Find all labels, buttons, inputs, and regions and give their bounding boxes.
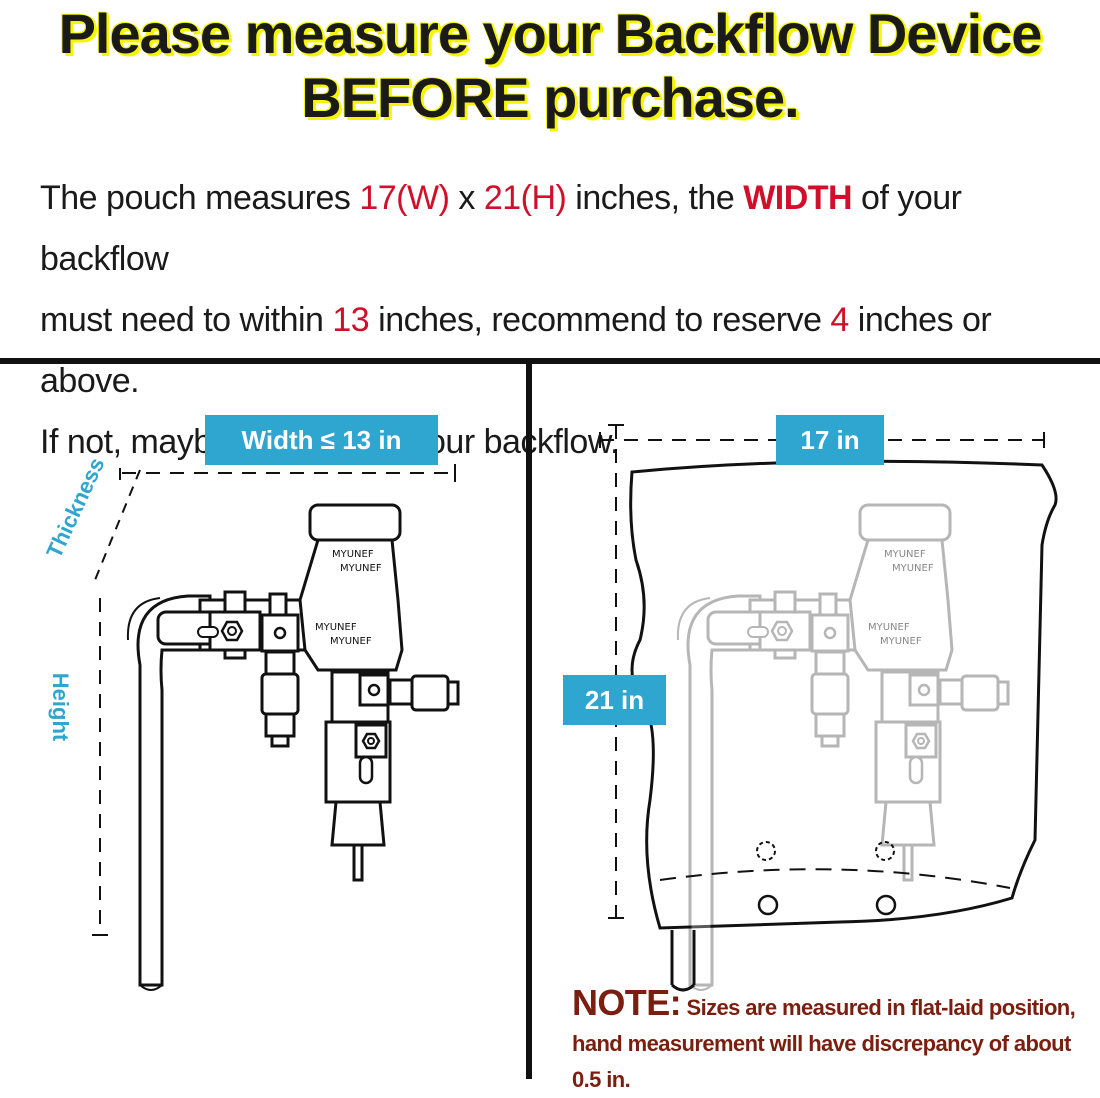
device-mark: MYUNEF	[868, 622, 910, 633]
device-mark: MYUNEF	[880, 636, 922, 647]
reserve-value: 4	[830, 301, 849, 339]
device-mark: MYUNEF	[340, 563, 382, 574]
note-text-1: Sizes are measured in flat-laid position…	[681, 995, 1076, 1020]
width-label-badge: Width ≤ 13 in	[205, 415, 438, 465]
title-line-1: Please measure your Backflow Device	[58, 2, 1043, 65]
grommet-hole	[757, 894, 779, 916]
pipe-end	[670, 983, 696, 992]
hole-marker	[875, 841, 895, 861]
measurement-note: NOTE: Sizes are measured in flat-laid po…	[572, 985, 1092, 1098]
grommet-hole	[875, 894, 897, 916]
pouch-height-badge: 21 in	[563, 675, 666, 725]
thickness-dimension-line	[94, 469, 141, 581]
title-line-2: BEFORE purchase.	[301, 66, 799, 129]
backflow-device-illustration	[126, 503, 460, 992]
intro-text-run: of your backflow	[40, 179, 962, 278]
device-mark: MYUNEF	[332, 549, 374, 560]
device-mark: MYUNEF	[330, 636, 372, 647]
note-key: NOTE:	[572, 982, 682, 1023]
pouch-width-badge: 17 in	[776, 415, 884, 465]
vertical-divider	[526, 361, 532, 1079]
intro-text-run: inches or above.	[40, 301, 992, 400]
max-width-value: 13	[332, 301, 370, 339]
note-line-1: NOTE: Sizes are measured in flat-laid po…	[572, 985, 1092, 1026]
width-emphasis: WIDTH	[743, 179, 853, 217]
intro-text-run: The pouch measures	[40, 179, 360, 217]
intro-text-run: inches, recommend to reserve	[369, 301, 831, 339]
device-mark: MYUNEF	[892, 563, 934, 574]
height-label: Height	[48, 672, 74, 742]
intro-line-2: must need to within 13 inches, recommend…	[40, 290, 1090, 412]
pouch-height-value: 21(H)	[483, 179, 567, 217]
device-mark: MYUNEF	[884, 549, 926, 560]
note-line-2: hand measurement will have discrepancy o…	[572, 1031, 1071, 1092]
device-mark: MYUNEF	[315, 622, 357, 633]
intro-text-run: must need to within	[40, 301, 333, 339]
page-title: Please measure your Backflow Device BEFO…	[0, 2, 1100, 130]
intro-line-1: The pouch measures 17(W) x 21(H) inches,…	[40, 168, 1090, 290]
intro-text-run: x	[449, 179, 484, 217]
hole-marker	[756, 841, 776, 861]
horizontal-divider	[0, 358, 1100, 364]
pouch-width-value: 17(W)	[359, 179, 450, 217]
intro-text-run: inches, the	[566, 179, 744, 217]
